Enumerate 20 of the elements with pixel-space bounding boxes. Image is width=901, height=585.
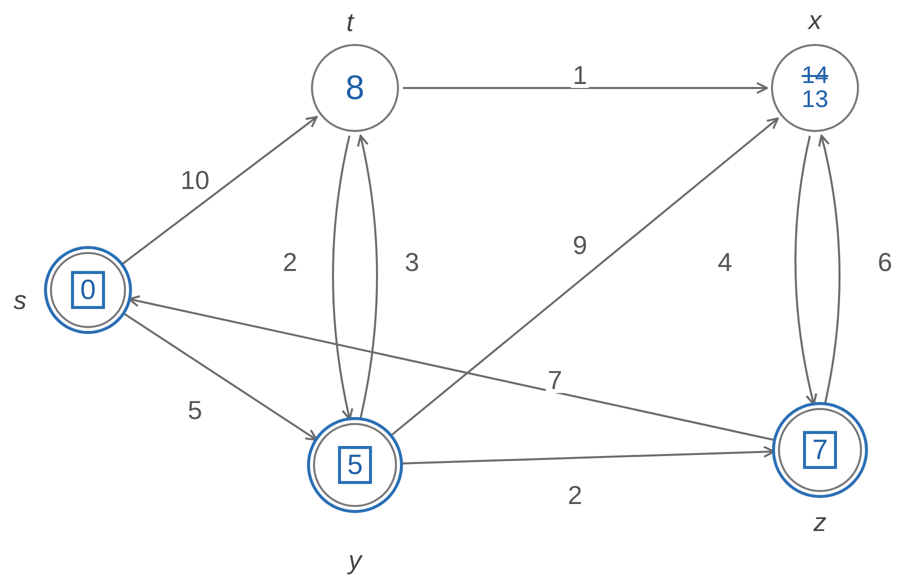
boxed-distance: 0 [71, 271, 105, 309]
arrow [818, 134, 840, 404]
vertex-name: y [348, 547, 362, 573]
distance-value: 8 [346, 71, 364, 105]
vertex-name: s [14, 287, 26, 313]
arrow [120, 116, 318, 266]
distance-value: 13 [802, 88, 828, 112]
arrow [403, 82, 768, 94]
vertex-name: t [346, 9, 354, 35]
arrow [122, 312, 318, 441]
boxed-distance: 7 [803, 431, 837, 469]
arrow [332, 135, 354, 420]
arrow [128, 295, 776, 442]
vertex-name: x [808, 7, 822, 33]
boxed-distance: 5 [338, 446, 372, 484]
arrow [390, 117, 779, 437]
arrow [356, 134, 378, 420]
arrow [794, 136, 818, 406]
vertex-name: z [814, 509, 826, 535]
distance-value: 14 [802, 64, 828, 88]
